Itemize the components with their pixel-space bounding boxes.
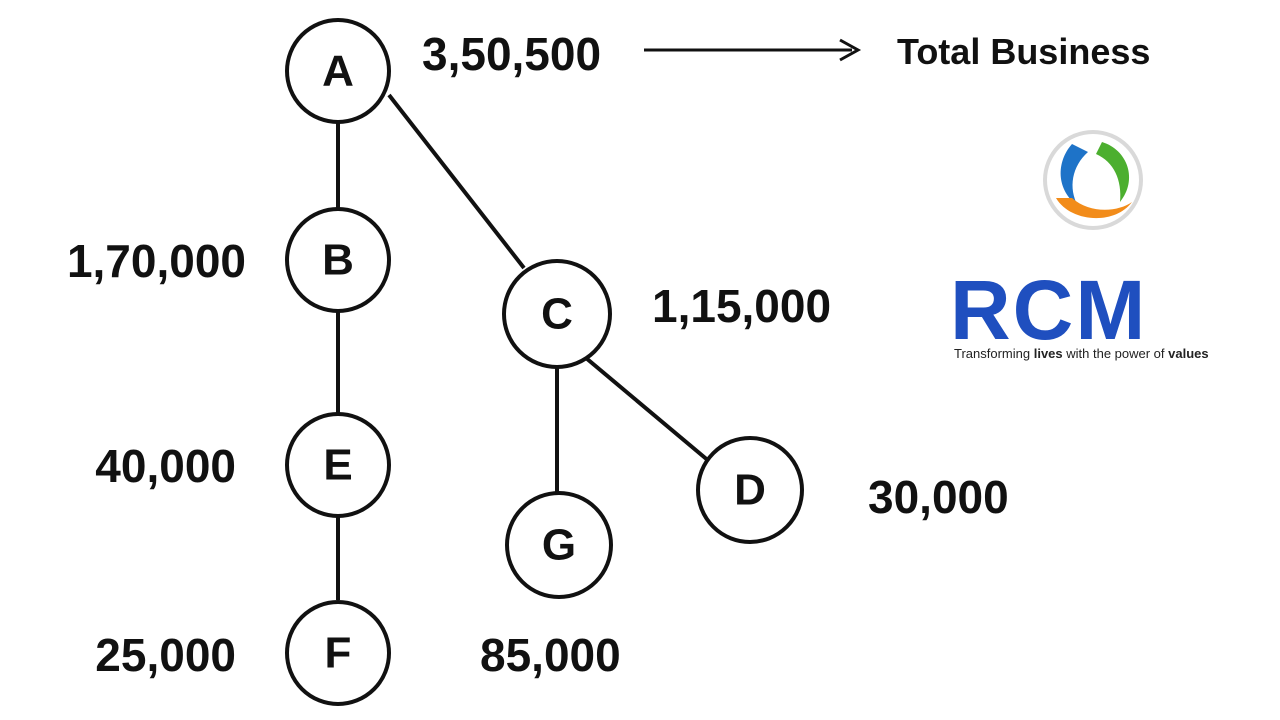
node-label-g: G (542, 521, 576, 570)
tagline-part-1: Transforming (954, 346, 1034, 361)
node-label-c: C (541, 290, 573, 339)
rcm-wordmark: RCM (950, 263, 1148, 357)
edge-a-c (387, 93, 526, 270)
total-business-label: Total Business (897, 31, 1150, 72)
node-d: D (696, 436, 804, 544)
node-label-f: F (325, 629, 352, 678)
value-label-c: 1,15,000 (652, 280, 831, 332)
value-label-f: 25,000 (95, 629, 236, 681)
value-label-a: 3,50,500 (422, 28, 601, 80)
edge-c-d (584, 356, 712, 464)
node-e: E (285, 412, 391, 518)
edges (336, 93, 712, 600)
tagline-part-2: lives (1033, 346, 1063, 361)
value-label-b: 1,70,000 (67, 235, 246, 287)
node-b: B (285, 207, 391, 313)
value-label-g: 85,000 (480, 629, 621, 681)
node-label-d: D (734, 466, 766, 515)
rcm-logo: RCM Transforming lives with the power of… (950, 128, 1240, 368)
node-label-e: E (323, 441, 352, 490)
node-f: F (285, 600, 391, 706)
value-label-e: 40,000 (95, 440, 236, 492)
annotation-arrow (644, 38, 862, 62)
value-label-d: 30,000 (868, 471, 1009, 523)
node-g: G (505, 491, 613, 599)
node-c: C (502, 259, 612, 369)
rcm-tagline: Transforming lives with the power of val… (954, 346, 1244, 361)
node-a: A (285, 18, 391, 124)
node-label-a: A (322, 47, 354, 96)
leaf-emblem-icon (1043, 130, 1143, 230)
tagline-part-4: values (1168, 346, 1209, 361)
tagline-part-3: with the power of (1062, 346, 1169, 361)
node-label-b: B (322, 236, 354, 285)
